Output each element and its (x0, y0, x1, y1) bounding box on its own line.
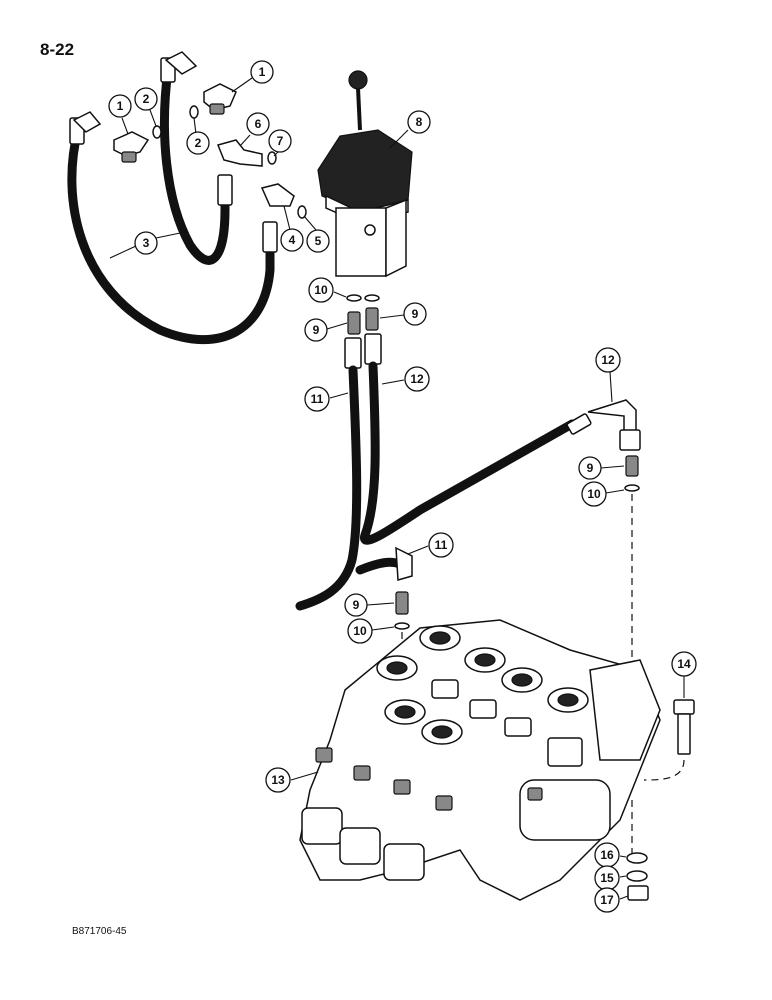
callout-17: 17 (594, 887, 629, 913)
valve-port-fittings (344, 294, 382, 369)
callout-10b: 10 (581, 481, 625, 507)
callout-16: 16 (594, 842, 627, 868)
svg-text:9: 9 (412, 307, 419, 321)
svg-text:12: 12 (601, 353, 615, 367)
svg-text:11: 11 (435, 538, 448, 552)
drawing-code: B871706-45 (72, 926, 127, 937)
svg-text:3: 3 (143, 236, 150, 250)
svg-text:15: 15 (600, 871, 614, 885)
svg-text:1: 1 (259, 65, 266, 79)
hose-assembly-left (67, 51, 278, 345)
callout-9a: 9 (304, 318, 348, 342)
callout-12b: 12 (595, 347, 621, 403)
nut (627, 885, 649, 901)
callout-4: 4 (280, 205, 304, 252)
svg-text:12: 12 (410, 372, 424, 386)
o-ring (267, 151, 277, 165)
callout-7: 7 (268, 129, 292, 157)
callout-8: 8 (389, 110, 431, 149)
callout-15: 15 (594, 865, 627, 891)
callout-6: 6 (239, 112, 270, 147)
callout-11b: 11 (407, 532, 454, 558)
o-ring (297, 205, 307, 219)
elbow-fitting (72, 111, 102, 133)
dashed-connector (643, 759, 685, 781)
callout-9c: 9 (578, 456, 625, 480)
joystick-control-valve (317, 70, 413, 278)
lock-washer (626, 870, 648, 882)
callout-10a: 10 (308, 277, 347, 303)
svg-text:2: 2 (195, 136, 202, 150)
o-ring (189, 105, 199, 119)
tee-fitting-left (113, 131, 150, 163)
svg-text:1: 1 (117, 99, 124, 113)
hose-end-fitting (262, 221, 278, 253)
callout-2b: 2 (186, 117, 210, 155)
callout-13: 13 (265, 767, 319, 793)
svg-text:10: 10 (587, 487, 601, 501)
svg-text:17: 17 (600, 893, 614, 907)
svg-text:4: 4 (289, 233, 296, 247)
callout-2a: 2 (134, 87, 158, 127)
svg-text:2: 2 (143, 92, 150, 106)
svg-text:7: 7 (277, 134, 284, 148)
callout-1b: 1 (108, 94, 132, 135)
elbow-fitting (164, 51, 198, 75)
lower-line-fittings (394, 591, 410, 630)
washer (626, 852, 648, 864)
elbow-adapter (216, 139, 263, 167)
svg-text:9: 9 (587, 461, 594, 475)
svg-text:10: 10 (314, 283, 328, 297)
callout-9d: 9 (344, 593, 395, 617)
callout-1a: 1 (231, 60, 274, 93)
callout-9b: 9 (379, 302, 427, 326)
tee-fitting-right (203, 83, 237, 115)
svg-text:11: 11 (311, 392, 324, 406)
callout-12a: 12 (381, 366, 430, 392)
callout-10c: 10 (347, 618, 395, 644)
svg-text:13: 13 (271, 773, 285, 787)
hoses-to-valve-bank (295, 361, 641, 611)
control-valve-bank (299, 619, 661, 901)
page-number: 8-22 (40, 40, 75, 59)
svg-text:6: 6 (255, 117, 262, 131)
callout-5: 5 (303, 215, 330, 253)
svg-text:9: 9 (313, 323, 320, 337)
callout-14: 14 (671, 651, 697, 698)
svg-text:5: 5 (315, 234, 322, 248)
svg-text:8: 8 (416, 115, 423, 129)
bolt (673, 699, 695, 755)
callout-3: 3 (109, 231, 186, 259)
svg-text:14: 14 (677, 657, 691, 671)
svg-text:10: 10 (353, 624, 367, 638)
right-line-fittings (624, 455, 640, 492)
callout-11a: 11 (304, 386, 349, 412)
svg-text:9: 9 (353, 598, 360, 612)
svg-text:16: 16 (600, 848, 614, 862)
o-ring (152, 125, 162, 139)
adapter-fitting (260, 183, 295, 207)
hose-end-fitting (217, 174, 233, 206)
